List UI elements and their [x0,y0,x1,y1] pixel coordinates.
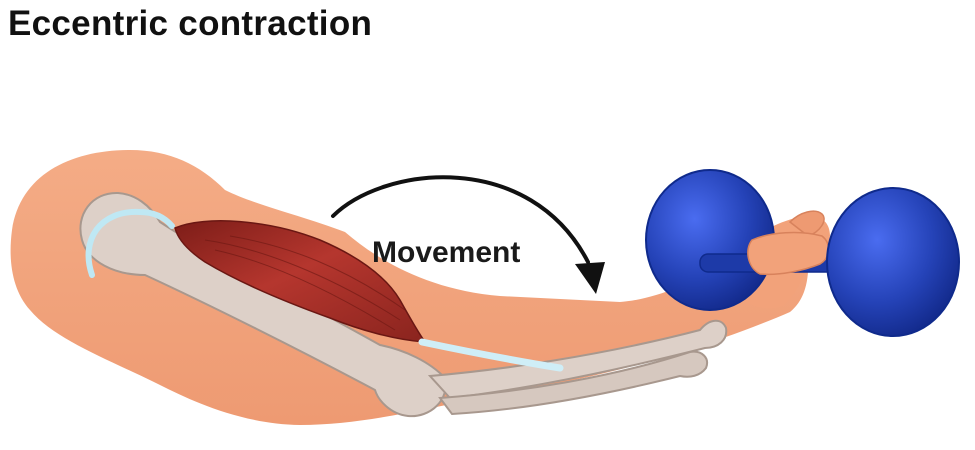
diagram-title: Eccentric contraction [8,4,373,43]
shoulder-cartilage [85,208,175,278]
movement-arrowhead [575,262,605,294]
biceps-striation [204,235,406,331]
movement-arrow [331,175,590,264]
ulna-bone [438,350,708,416]
thumb [788,210,825,237]
dumbbell-front-plate [826,187,960,337]
fingers [747,231,830,276]
radius-bone [427,319,728,400]
movement-label: Movement [372,236,520,269]
biceps-tendon [418,338,564,372]
